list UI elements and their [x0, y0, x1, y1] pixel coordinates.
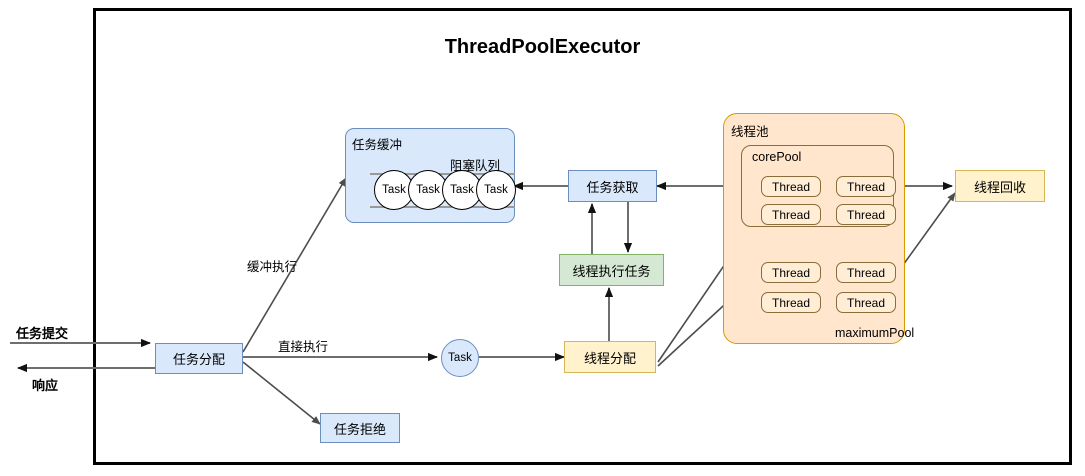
core-thread-1[interactable]: Thread — [761, 176, 821, 197]
core-pool-label: corePool — [752, 150, 802, 164]
max-thread-4[interactable]: Thread — [836, 292, 896, 313]
thread-pool-label: 线程池 — [731, 125, 769, 139]
response-label: 响应 — [32, 378, 59, 393]
max-thread-3[interactable]: Thread — [761, 292, 821, 313]
core-thread-4[interactable]: Thread — [836, 204, 896, 225]
thread-recycle-node[interactable]: 线程回收 — [955, 170, 1045, 202]
core-thread-3[interactable]: Thread — [761, 204, 821, 225]
task-fetch-node[interactable]: 任务获取 — [568, 170, 657, 202]
max-thread-2[interactable]: Thread — [836, 262, 896, 283]
buffered-exec-label: 缓冲执行 — [247, 260, 298, 274]
submit-label: 任务提交 — [16, 326, 69, 341]
outer-frame — [93, 8, 1072, 465]
queue-task-4: Task — [476, 170, 516, 210]
task-dispatch-node[interactable]: 任务分配 — [155, 343, 243, 374]
maximum-pool-label: maximumPool — [835, 326, 915, 340]
queue-top-line — [370, 173, 515, 175]
direct-exec-label: 直接执行 — [278, 340, 329, 354]
thread-execute-node[interactable]: 线程执行任务 — [559, 254, 664, 286]
direct-task-circle: Task — [441, 339, 479, 377]
task-reject-node[interactable]: 任务拒绝 — [320, 413, 400, 443]
queue-task-3: Task — [442, 170, 482, 210]
page-title: ThreadPoolExecutor — [444, 36, 641, 58]
max-thread-1[interactable]: Thread — [761, 262, 821, 283]
queue-bottom-line — [370, 206, 515, 208]
blocking-queue-label: 阻塞队列 — [450, 159, 501, 173]
thread-dispatch-node[interactable]: 线程分配 — [564, 341, 656, 373]
core-thread-2[interactable]: Thread — [836, 176, 896, 197]
queue-task-2: Task — [408, 170, 448, 210]
task-buffer-label: 任务缓冲 — [352, 138, 403, 152]
